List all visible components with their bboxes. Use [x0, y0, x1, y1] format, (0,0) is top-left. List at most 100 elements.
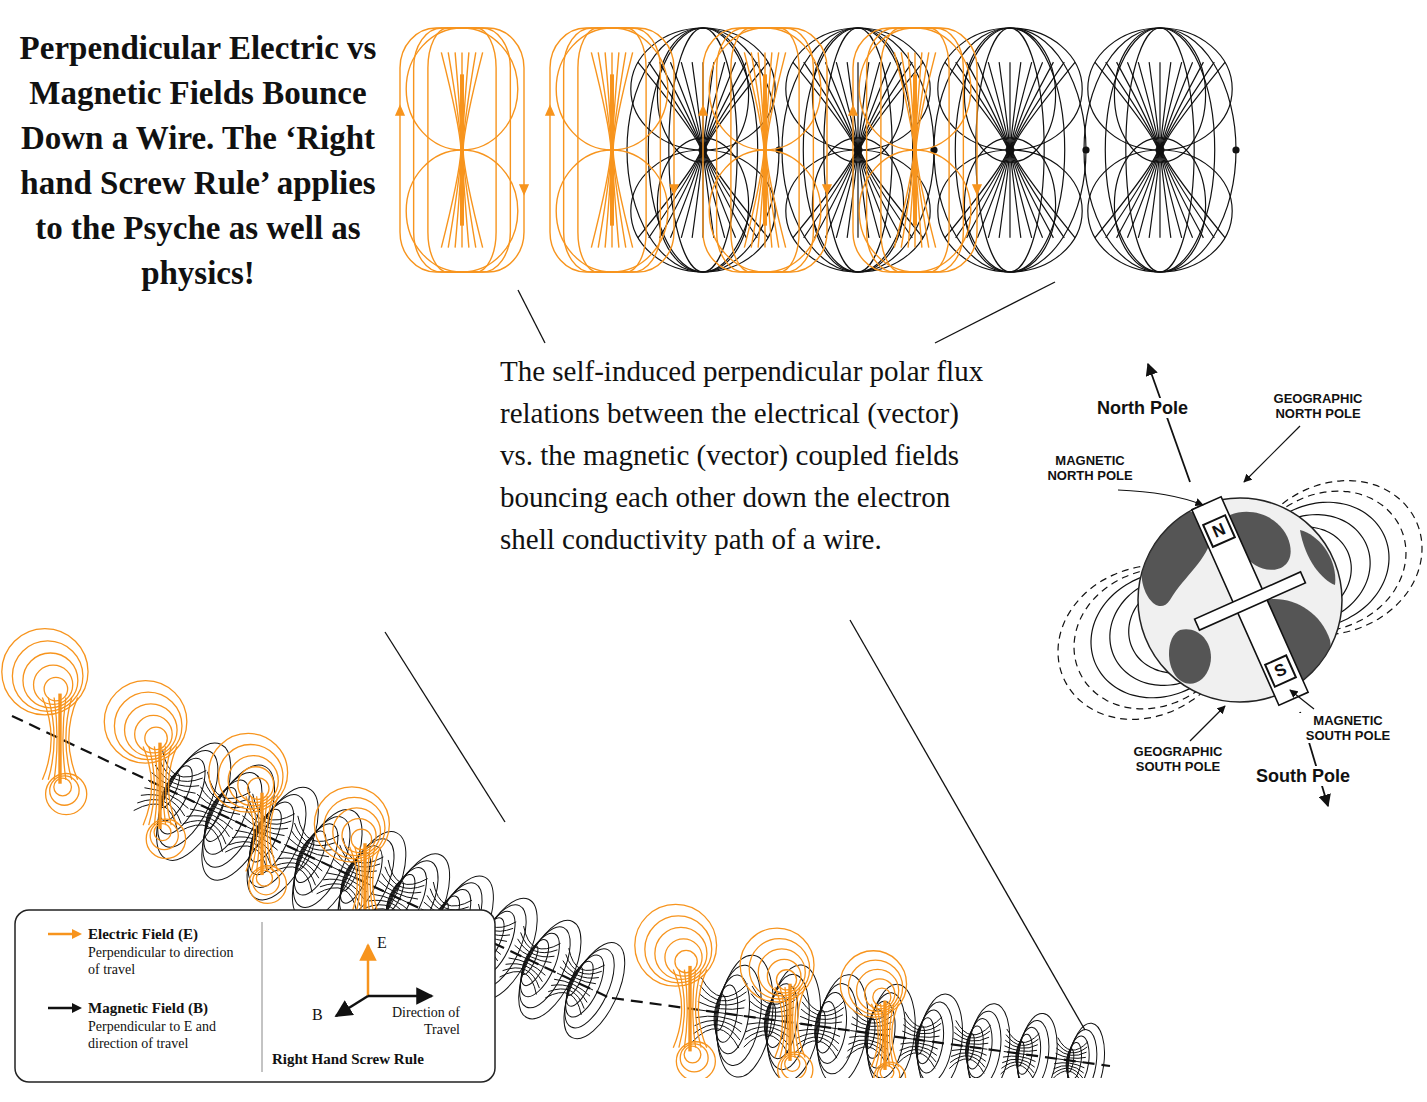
magnetic-pinch [284, 844, 325, 863]
electric-pinch [611, 52, 612, 247]
electric-loop [867, 28, 964, 272]
pole-label: MAGNETIC SOUTH POLE [1292, 713, 1404, 743]
electric-loop [785, 1056, 800, 1071]
magnetic-pinch [797, 1033, 839, 1043]
electric-pinch [780, 987, 785, 1057]
electric-loop [125, 704, 178, 757]
electric-loop [314, 787, 389, 862]
magnetic-pinch [749, 1009, 793, 1016]
rule-caption: Right Hand Screw Rule [272, 1050, 424, 1068]
swatch-line [48, 933, 74, 936]
electric-loop [550, 28, 674, 272]
electric-loop [865, 979, 895, 1009]
field-node [1156, 146, 1164, 154]
axis-label: E [377, 934, 387, 952]
electric-loop [881, 28, 949, 272]
leader-line [518, 290, 545, 343]
electric-loop [44, 677, 68, 701]
electric-loop [767, 959, 801, 993]
electric-pinch [373, 847, 381, 919]
electric-pinch [764, 52, 765, 247]
magnetic-pinch [1127, 62, 1159, 238]
electric-pinch [463, 52, 483, 247]
swatch-head [72, 929, 82, 939]
magnetic-pinch [155, 765, 199, 786]
magnetic-loop [1084, 28, 1236, 272]
magnetic-pinch [802, 1002, 844, 1016]
magnetic-pinch [1011, 62, 1043, 238]
continent [1300, 530, 1335, 585]
electric-loop [2, 629, 88, 715]
electric-loop [645, 916, 712, 983]
electric-loop [256, 870, 272, 886]
pole-label: North Pole [1097, 398, 1188, 418]
magnetic-loop [551, 934, 637, 1048]
electric-pinch [766, 52, 786, 247]
pole-leader [1190, 706, 1225, 741]
magnetic-pinch [317, 888, 357, 913]
electric-loop [238, 767, 274, 803]
electric-pinch [355, 847, 360, 919]
magnetic-pinch [1055, 1058, 1085, 1062]
electric-loop [781, 1054, 806, 1078]
field-arrow [670, 185, 678, 194]
magnet-pole-box: N [1202, 514, 1237, 548]
magnetic-pinch [1095, 62, 1158, 238]
electric-stem [913, 74, 917, 225]
electric-pinch [698, 970, 706, 1048]
magnetic-loop [934, 28, 1086, 272]
electric-pinch [892, 1004, 899, 1067]
magnetic-pinch [500, 972, 537, 995]
magnetic-pinch [847, 1043, 887, 1056]
electric-pinch [251, 796, 256, 871]
magnetic-pinch [375, 887, 415, 906]
legend-text: Electric Field (E) [88, 925, 198, 943]
electric-pinch [168, 746, 176, 825]
electric-pinch [462, 52, 469, 247]
magnetic-pinch [901, 1038, 938, 1043]
electric-pinch [48, 697, 54, 779]
magnetic-pinch [1001, 1065, 1034, 1078]
electric-loop [209, 733, 288, 812]
electric-pinch [598, 52, 611, 247]
electric-loop [731, 28, 799, 272]
magnetic-pinch [193, 802, 236, 822]
electric-loop [665, 939, 702, 976]
magnetic-pinch [557, 973, 593, 990]
pole-leader [1244, 426, 1300, 482]
legend-divider [262, 922, 263, 1072]
electric-loop [218, 745, 282, 809]
magnetic-pinch [649, 62, 702, 238]
field-arrow [699, 106, 707, 115]
magnetic-pinch [1004, 1051, 1037, 1055]
electric-pinch [751, 52, 764, 247]
leader-line [385, 632, 505, 822]
magnetic-pinch [1106, 62, 1159, 238]
electric-pinch [915, 52, 922, 247]
electric-loop [34, 665, 73, 704]
electric-loop [848, 960, 902, 1014]
magnet-body [1192, 497, 1308, 706]
electric-loop [12, 641, 83, 712]
magnetic-pinch [699, 993, 745, 1005]
magnetic-pinch [954, 1032, 989, 1041]
electric-stem [460, 74, 464, 225]
electric-pinch [69, 697, 78, 779]
legend-swatch [48, 929, 82, 939]
axis-arrow [336, 996, 368, 1016]
electric-loop [717, 28, 814, 272]
earth-field-lines [1058, 481, 1422, 720]
electric-loop [578, 28, 646, 272]
electric-loop [877, 1064, 900, 1078]
swatch-head [72, 1003, 82, 1013]
electric-pinch [894, 52, 914, 247]
electric-pinch [350, 847, 358, 919]
electric-stem [763, 74, 767, 225]
electric-pinch [908, 52, 915, 247]
electric-loop [146, 819, 185, 858]
field-arrow [973, 185, 981, 194]
electric-pinch [673, 970, 681, 1048]
continent [1169, 629, 1211, 683]
pole-label: MAGNETIC NORTH POLE [1034, 453, 1146, 483]
